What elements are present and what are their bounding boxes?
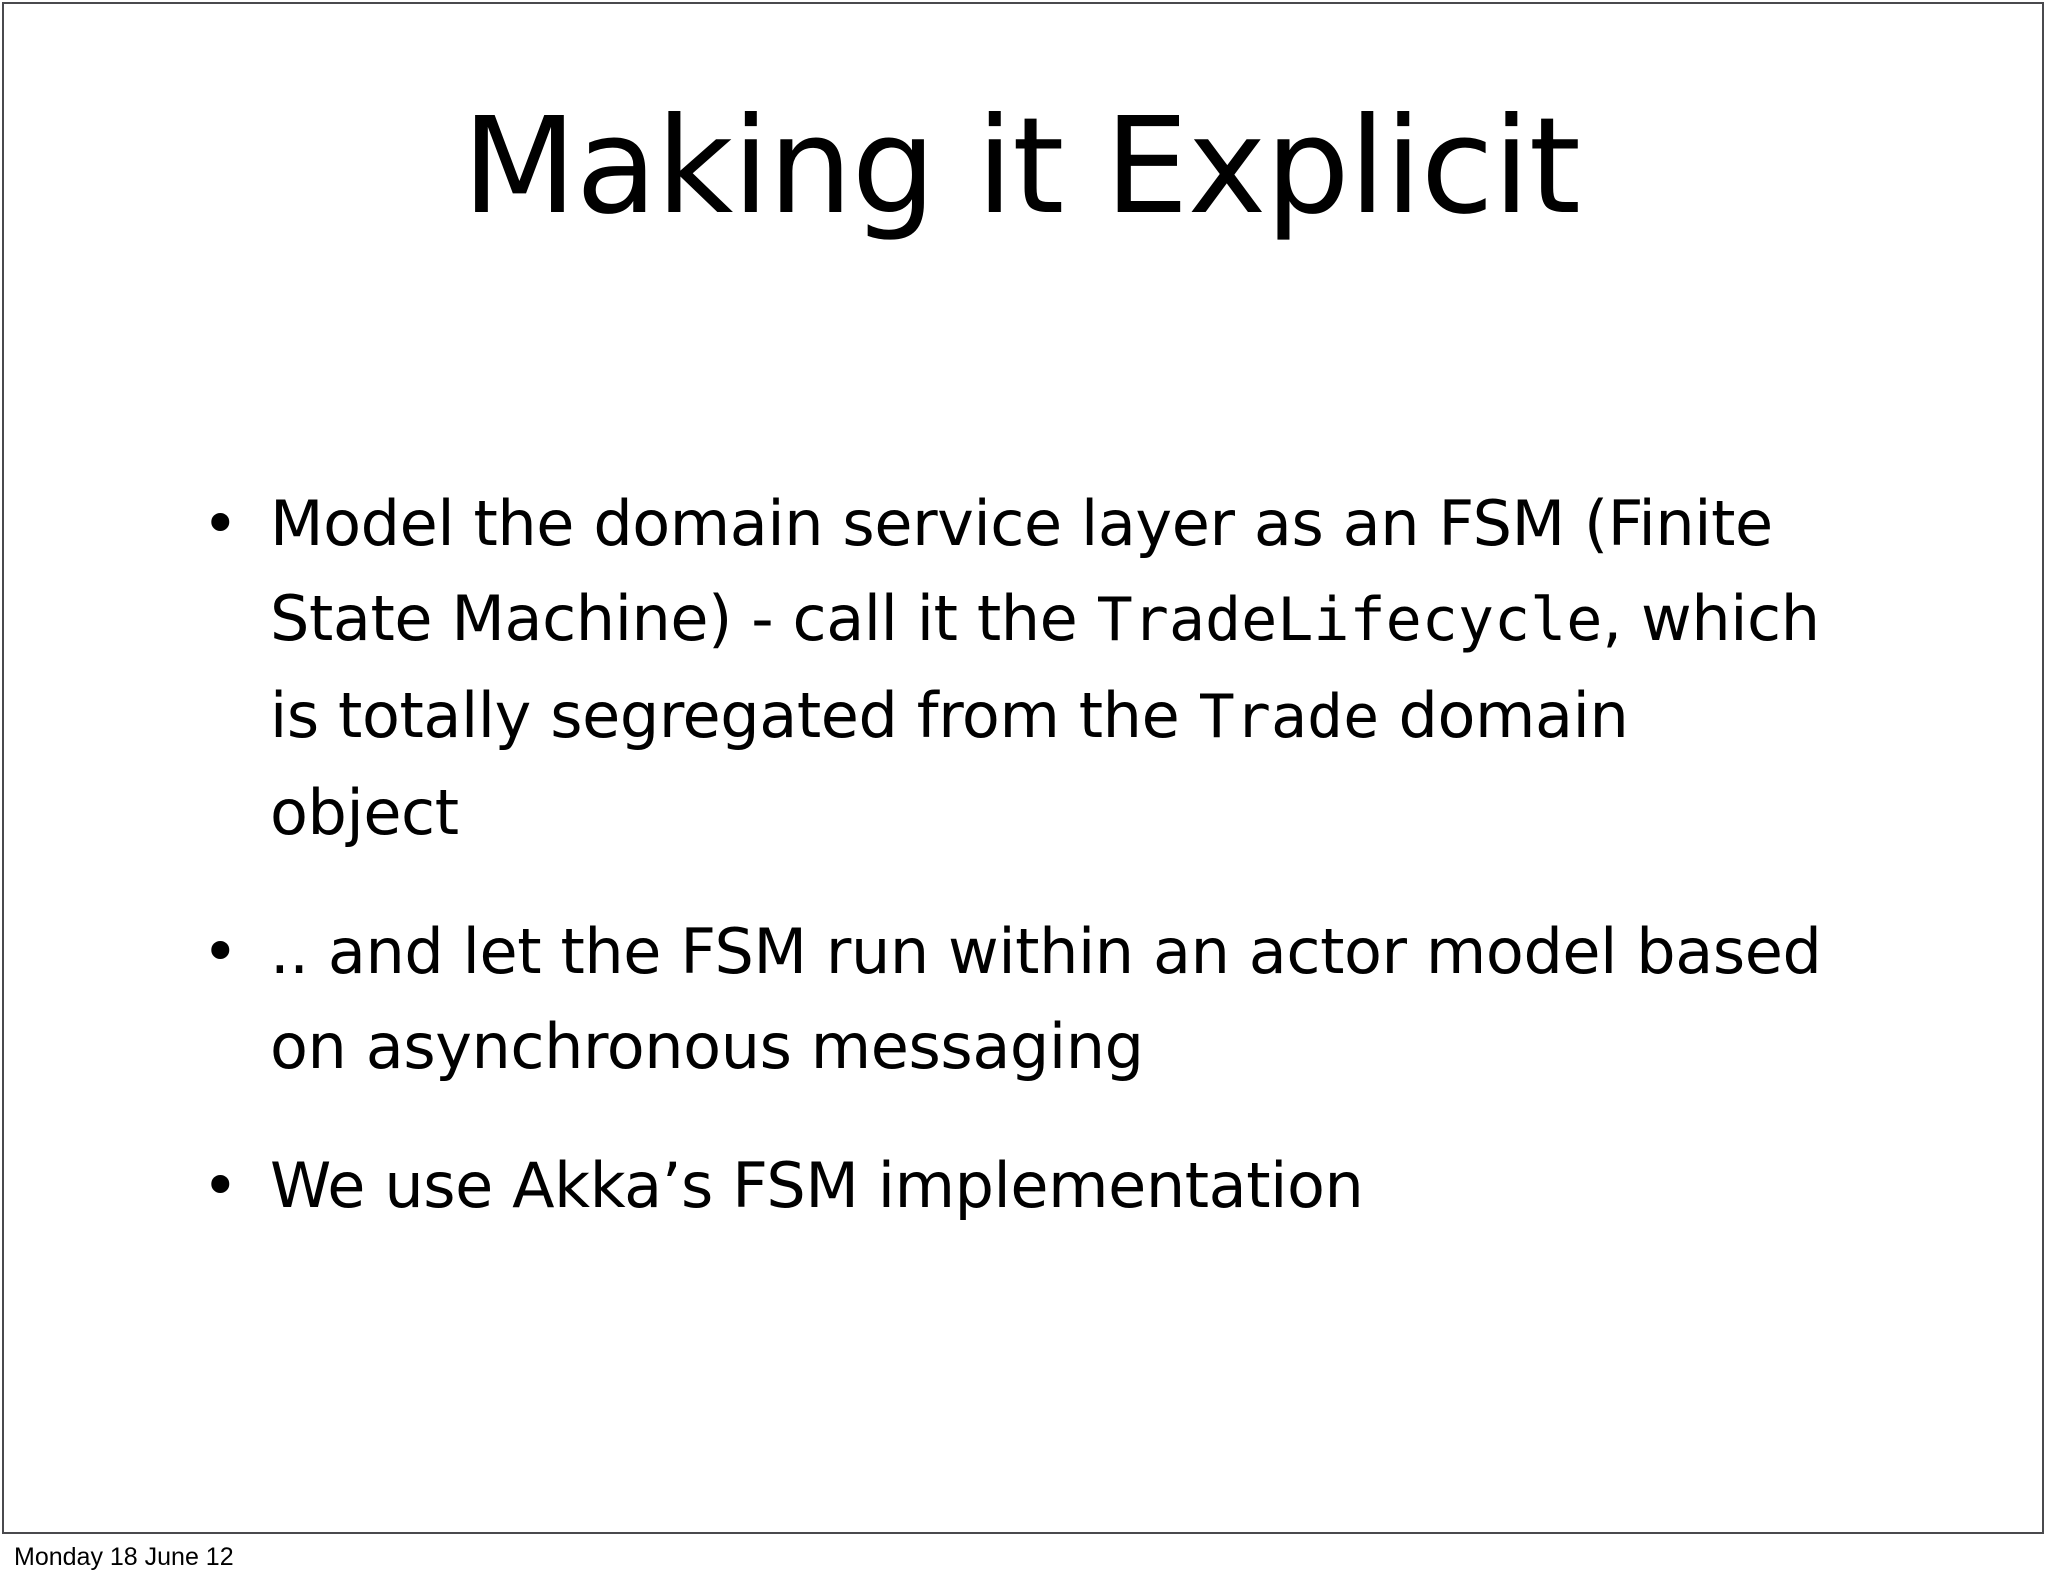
footer-date: Monday 18 June 12: [14, 1543, 234, 1571]
bullet-text-part: Model the domain service layer as an FSM…: [270, 487, 1773, 655]
bullet-dot-icon: •: [202, 487, 239, 560]
bullet-dot-icon: •: [202, 1149, 239, 1222]
bullet-text-part: , which is totally segregated from the: [270, 582, 1820, 752]
bullet-text: .. and let the FSM run within an actor m…: [270, 915, 1822, 1083]
bullet-text-part: domain object: [270, 679, 1629, 849]
list-item: • .. and let the FSM run within an actor…: [196, 904, 1836, 1094]
page-title: Making it Explicit: [462, 90, 1581, 244]
bullet-dot-icon: •: [202, 915, 239, 988]
bullet-text: Model the domain service layer as an FSM…: [270, 476, 1836, 860]
list-item: • Model the domain service layer as an F…: [196, 476, 1836, 860]
list-item: • We use Akka’s FSM implementation: [196, 1138, 1836, 1233]
code-span-tradelifecycle: TradeLifecycle: [1096, 585, 1603, 655]
bullet-list: • Model the domain service layer as an F…: [196, 476, 1836, 1277]
code-span-trade: Trade: [1198, 682, 1380, 752]
bullet-text: We use Akka’s FSM implementation: [270, 1149, 1364, 1222]
slide-canvas: [2, 2, 2044, 1534]
